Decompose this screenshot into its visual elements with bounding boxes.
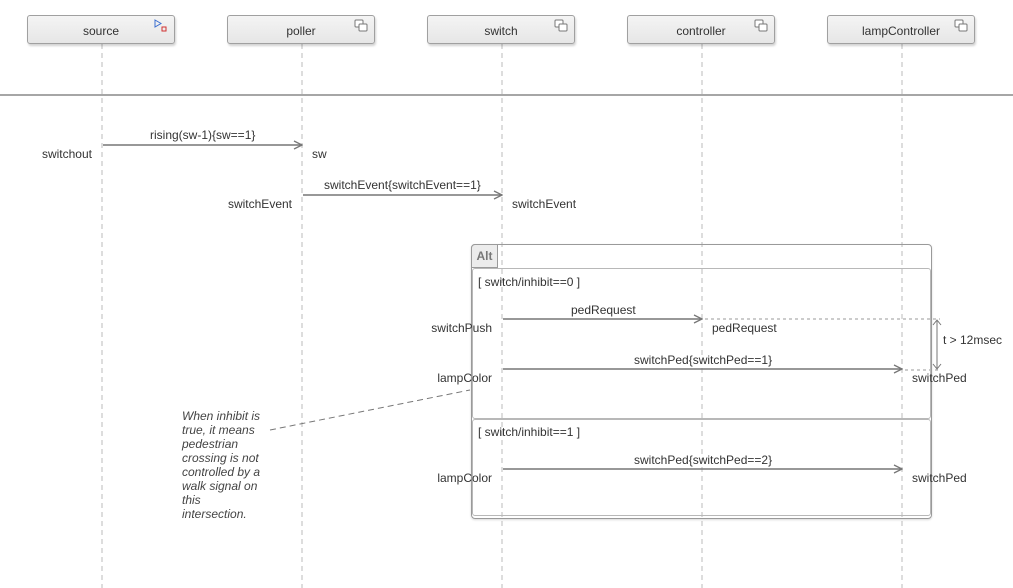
annotation-connector (269, 389, 471, 431)
duration-constraint[interactable] (705, 318, 942, 371)
message-label[interactable]: switchPed{switchPed==2} (634, 453, 773, 467)
lifeline-lines (101, 44, 903, 588)
lifeline-name: lampController (861, 24, 941, 38)
subsystem-icon (554, 19, 568, 32)
message-label[interactable]: switchPed{switchPed==1} (634, 353, 773, 367)
alt-operand-1[interactable] (472, 268, 931, 419)
subsystem-icon (954, 19, 968, 32)
operand-guard: [ switch/inhibit==0 ] (478, 275, 581, 289)
source-port-label: lampColor (437, 371, 492, 385)
alt-fragment[interactable] (471, 244, 932, 519)
operand-guard: [ switch/inhibit==1 ] (478, 425, 581, 439)
lifeline-name: switch (484, 24, 518, 38)
lifeline-lampController[interactable]: lampController (827, 15, 975, 44)
source-port-label: switchPush (431, 321, 492, 335)
annotation-note[interactable]: When inhibit is true, it means pedestria… (182, 409, 261, 521)
subsystem-icon (354, 19, 368, 32)
lifeline-name: controller (676, 24, 726, 38)
lifeline-name: source (82, 24, 120, 38)
dest-port-label: switchEvent (512, 197, 577, 211)
dest-port-label: sw (312, 147, 327, 161)
source-port-label: lampColor (437, 471, 492, 485)
dest-port-label: pedRequest (712, 321, 777, 335)
source-port-label: switchEvent (227, 197, 292, 211)
lifeline-poller[interactable]: poller (227, 15, 375, 44)
source-port-label: switchout (41, 147, 92, 161)
message-label[interactable]: switchEvent{switchEvent==1} (324, 178, 481, 192)
duration-constraint-label[interactable]: t > 12msec (943, 333, 1003, 347)
dest-port-label: switchPed (912, 371, 967, 385)
alt-operand-2[interactable] (472, 419, 931, 516)
subsystem-icon (754, 19, 768, 32)
source-block-icon (154, 19, 167, 32)
fragment-kind-tab: Alt (471, 244, 498, 268)
message-label[interactable]: rising(sw-1){sw==1} (150, 128, 256, 142)
lifeline-name: poller (286, 24, 316, 38)
dest-port-label: switchPed (912, 471, 967, 485)
lifeline-source[interactable]: source (27, 15, 175, 44)
lifeline-controller[interactable]: controller (627, 15, 775, 44)
lifeline-switch[interactable]: switch (427, 15, 575, 44)
message-label[interactable]: pedRequest (571, 303, 636, 317)
